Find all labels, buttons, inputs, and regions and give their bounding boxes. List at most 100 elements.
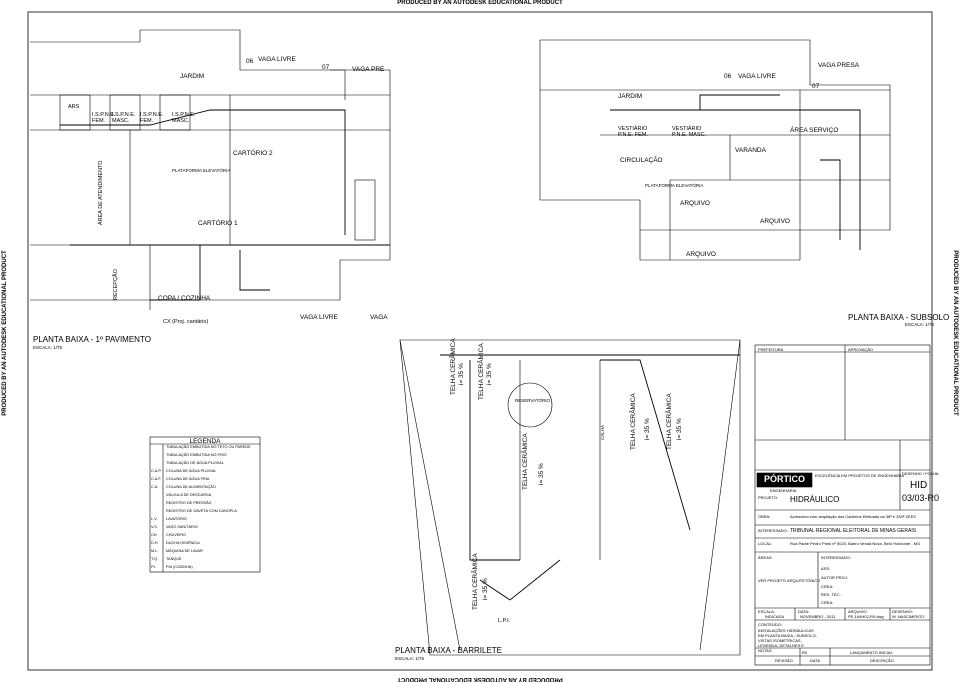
tb-emissao: LANÇAMENTO INICIAL [850,650,893,655]
company-logo: PÓRTICO [763,474,805,484]
view-scale-barrilete: ESCALA: 1/75 [395,656,425,661]
tb-desenho: W. NASCIMENTO [892,614,925,619]
room-ars: ARS [68,104,80,110]
tb-escala-label: ESCALA: [758,609,775,614]
room-ispne-masc: I.S.P.N.E. MASC. [112,112,136,124]
room-vaga-livre-2: VAGA LIVRE [300,314,338,321]
tb-local: Rua Padre Pedro Pinto nº 5020, Bairro Ve… [790,541,921,546]
tb-data2-label: DATA [810,658,821,663]
legend-row: CH.CHUVEIRO [151,533,187,537]
roof-telha-4: TELHA CERÂMICA [630,393,637,450]
room-jardim: JARDIM [180,73,205,80]
roof-telha-1: TELHA CERÂMICA [450,338,457,395]
view-title-pav1: PLANTA BAIXA - 1º PAVIMENTO [33,335,151,344]
sub-vestiario-masc: VESTIÁRIO P.N.E. MASC. [672,126,707,138]
calha-label: CALHA [600,424,605,440]
room-recepcao: RECEPÇÃO [113,269,119,300]
view-title-subsolo: PLANTA BAIXA - SUBSOLO [848,313,950,322]
sub-vestiario-fem: VESTIÁRIO P.N.E. FEM. [618,126,648,138]
tb-descricao-label: DESCRIÇÃO [870,658,894,663]
room-copa-cozinha: COPA / COZINHA [158,295,211,302]
legend-row: TUBULAÇÃO DE ÁGUA PLUVIAL [166,461,224,465]
tb-arquivo: PE-164H02-R0.dwg [848,614,884,619]
tb-arquivo-label: ARQUIVO: [848,609,868,614]
room-isp-fem: I.S.P.N.E. FEM. [140,112,164,124]
parking-number-07: 07 [322,64,330,71]
watermark-top: PRODUCED BY AN AUTODESK EDUCATIONAL PROD… [397,0,563,6]
legend-row: V.S.VASO SANITÁRIO [151,525,198,529]
sub-room-vaga-livre: VAGA LIVRE [738,73,776,80]
tb-res-tec: RES. TEC.: [821,592,842,597]
tb-interessado-label: INTERESSADO: [758,528,788,533]
cx-label: CX (Proj. cantário) [163,319,209,325]
roof-telha-6-slope: i= 35 % [676,418,683,440]
lpi-label: L.P.I. [498,618,511,624]
tb-aprovacao: APROVAÇÃO [848,347,874,352]
tb-obra: Acréscimo com ampliação dos Cartórios El… [790,514,916,519]
room-cartorio-1: CARTÓRIO 1 [198,220,238,227]
legend-row: REGISTRO DE PRESSÃO [166,501,212,505]
room-cartorio-2: CARTÓRIO 2 [233,150,273,157]
tb-areas-label: ÁREAS: [758,555,773,560]
roof-telha-5-slope: i= 35 % [482,578,489,600]
sub-arquivo-2: ARQUIVO [760,218,790,225]
legend-row: T.Q.TANQUE [151,557,182,561]
sub-area-servico: ÁREA SERVIÇO [790,127,839,134]
tb-escala: INDICADA [765,614,785,619]
legend-row: C.A.F.COLUNA DE ÁGUA FRIA [151,477,210,481]
view-scale-subsolo: ESCALA: 1/75 [905,322,935,327]
sub-plataforma: PLATAFORMA ELEVATÓRIA [645,183,704,188]
legend-row: TUBULAÇÃO EMBUTIDA NO PISO [166,453,227,457]
sub-arquivo-3: ARQUIVO [686,251,716,258]
legend-title: LEGENDA [189,438,221,445]
tb-conteudo-label: CONTEÚDO: [758,622,782,627]
legend-row: TUBULAÇÃO EMBUTIDA NO TETO OU PAREDE [166,445,251,449]
roof-telha-5: TELHA CERÂMICA [472,553,479,610]
tb-ver-projeto: VER PROJETO ARQUITETÔNICO [758,578,821,583]
tb-conteudo: INSTALAÇÕES HIDRÁULICAS EM PLANTA BAIXA … [758,628,817,653]
tb-rev-label: REVISÃO [775,658,793,663]
sub-circulacao: CIRCULAÇÃO [620,157,663,164]
legend-table: TUBULAÇÃO EMBUTIDA NO TETO OU PAREDE TUB… [150,445,260,573]
legend-row: D.H.DUCHA HIGIÊNICA [151,541,200,545]
company-desc: EXCELÊNCIA EM PROJETOS DE ENGENHARIA [815,473,905,478]
view-title-barrilete: PLANTA BAIXA - BARRILETE [395,646,502,655]
legend-row: M.L.MÁQUINA DE LAVAR [151,549,203,553]
roof-telha-4-slope: i= 35 % [644,418,651,440]
tb-ass: ASS: [821,566,831,571]
tb-autor: AUTOR PROJ: [821,575,848,580]
room-area-atendimento: ÁREA DE ATENDIMENTO [98,160,104,225]
room-ispne-fem: I.S.P.N.E. FEM. [92,112,116,124]
tb-projeto-label: PROJETO: [758,495,778,500]
roof-telha-3-slope: i= 35 % [538,463,545,485]
view-scale-pav1: ESCALA: 1/75 [33,345,63,350]
sub-varanda: VARANDA [735,147,766,154]
room-isp-masc: I.S.P.N.E. MASC. [172,112,196,124]
tb-crea: CREA: [821,584,834,589]
tb-data: NOVEMBRO - 2011 [800,614,836,619]
tb-rev0: R0 [802,650,808,655]
roof-telha-2: TELHA CERÂMICA [478,343,485,400]
tb-data-label: DATA: [798,609,810,614]
tb-sheet-note: DESENHO / FOLHA [902,471,939,476]
tb-sheet: HID [910,480,928,491]
roof-telha-6: TELHA CERÂMICA [666,393,673,450]
legend-row: VÁLVULA DE DESCARGA [166,493,212,497]
room-vaga: VAGA [370,314,388,321]
sub-room-jardim: JARDIM [618,93,643,100]
parking-number-06: 06 [246,58,254,65]
sub-parking-06: 06 [724,73,732,80]
tb-interessado2: INTERESSADO: [821,555,851,560]
tb-obra-label: OBRA: [758,514,771,519]
room-vaga-livre: VAGA LIVRE [258,56,296,63]
reservatorio-label: RESERVATÓRIO [515,398,551,403]
sub-parking-07: 07 [812,83,820,90]
legend-row: C.A.COLUNA DE ALIMENTAÇÃO [151,485,216,489]
sub-arquivo-1: ARQUIVO [680,200,710,207]
tb-desenho-label: DESENHO: [892,609,913,614]
roof-telha-2-slope: i= 35 % [486,363,493,385]
company-subtitle: ENGENHARIA [770,488,797,493]
plataforma-elevatoria-label: PLATAFORMA ELEVATÓRIA [172,168,231,173]
sub-room-vaga-presa: VAGA PRESA [818,62,860,69]
